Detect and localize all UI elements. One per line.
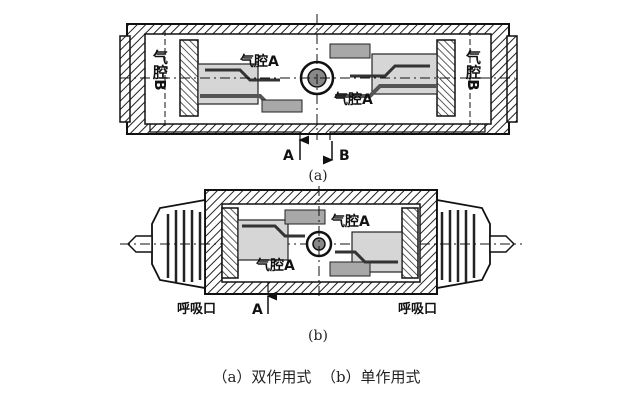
label-chamber-a-top-a: 气腔A [239,53,279,70]
label-breathing-port-left-b: 呼吸口 [177,301,216,317]
sub-caption-b: (b) [308,328,328,344]
spring-cap-left-b [151,198,206,290]
label-port-a-b: A [252,302,263,318]
label-port-a-a: A [283,148,294,164]
diagram-a-double-acting: 气腔B 气腔B 气腔A 气腔A A B (a) [119,14,518,184]
label-chamber-a-bottom-a: 气腔A [333,91,373,108]
label-chamber-b-left-a: 气腔B [151,48,169,90]
piston-right-b [401,207,419,279]
actuator-figure: 气腔B 气腔B 气腔A 气腔A A B (a) [119,14,522,344]
label-chamber-a-bottom-b: 气腔A [255,257,295,274]
label-chamber-a-top-b: 气腔A [330,213,370,230]
figure-caption: （a）双作用式 （b）单作用式 [0,366,633,387]
label-chamber-b-right-a: 气腔B [464,48,482,90]
sub-caption-a: (a) [308,168,327,184]
label-port-b-a: B [339,148,350,164]
caption-part-b: （b）单作用式 [320,368,421,386]
caption-part-a: （a）双作用式 [212,368,312,386]
label-breathing-port-right-b: 呼吸口 [398,301,437,317]
spring-right-b [440,210,476,282]
spring-left-b [166,210,202,282]
piston-left-b [221,207,239,279]
diagram-b-single-acting: 气腔A 气腔A 呼吸口 呼吸口 A (b) [120,186,522,344]
